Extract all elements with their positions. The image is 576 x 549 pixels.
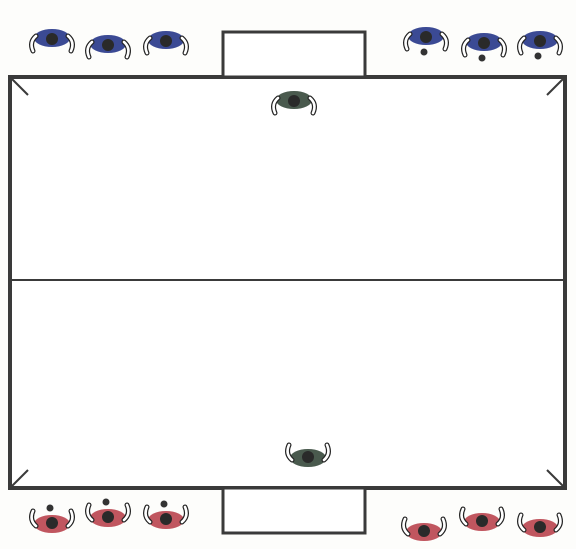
player-head bbox=[102, 39, 114, 51]
player-blue-6 bbox=[520, 31, 561, 60]
player-blue-4 bbox=[406, 27, 447, 56]
goal-top bbox=[223, 32, 365, 77]
player-blue-5 bbox=[464, 33, 505, 62]
ball-icon bbox=[479, 55, 486, 62]
ball-icon bbox=[47, 505, 54, 512]
player-head bbox=[418, 525, 430, 537]
player-head bbox=[102, 511, 114, 523]
player-red-2 bbox=[88, 499, 129, 528]
player-head bbox=[160, 513, 172, 525]
player-red-5 bbox=[462, 509, 503, 531]
player-red-6 bbox=[520, 515, 561, 537]
player-red-1 bbox=[32, 505, 73, 534]
player-head bbox=[534, 35, 546, 47]
ball-icon bbox=[103, 499, 110, 506]
field-outline bbox=[10, 77, 565, 488]
player-blue-2 bbox=[88, 35, 129, 57]
player-head bbox=[476, 515, 488, 527]
player-head bbox=[534, 521, 546, 533]
player-head bbox=[478, 37, 490, 49]
player-head bbox=[46, 517, 58, 529]
player-head bbox=[420, 31, 432, 43]
player-red-4 bbox=[404, 519, 445, 541]
goal-bottom bbox=[223, 488, 365, 533]
player-blue-1 bbox=[32, 29, 73, 51]
player-head bbox=[46, 33, 58, 45]
ball-icon bbox=[421, 49, 428, 56]
player-head bbox=[160, 35, 172, 47]
player-head bbox=[288, 95, 300, 107]
player-red-3 bbox=[146, 501, 187, 530]
ball-icon bbox=[535, 53, 542, 60]
ball-icon bbox=[161, 501, 168, 508]
player-blue-3 bbox=[146, 31, 187, 53]
player-head bbox=[302, 451, 314, 463]
